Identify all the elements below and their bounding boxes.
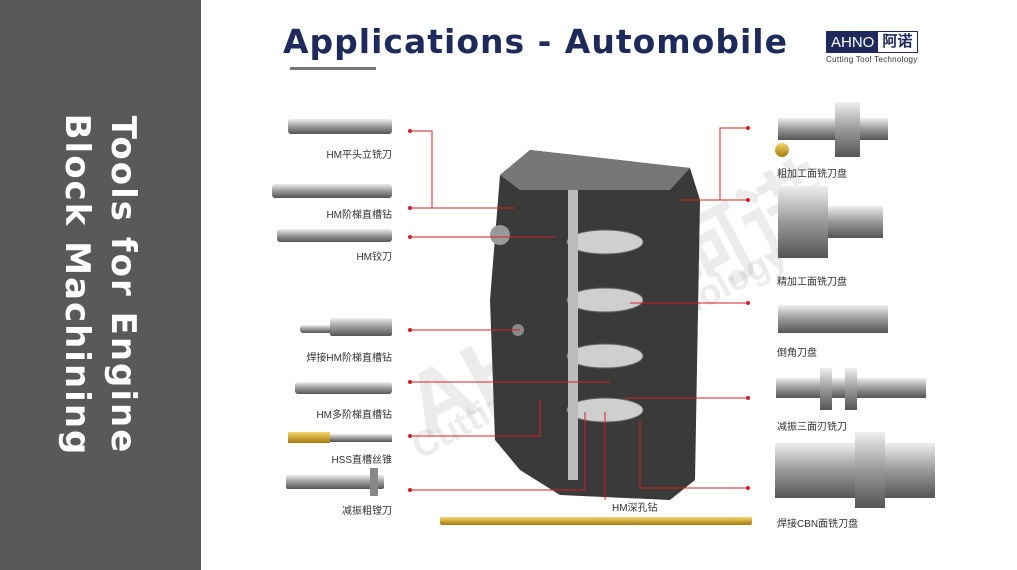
logo-tagline: Cutting Tool Technology [826, 55, 918, 64]
tool-label: 减振三面刃铣刀 [777, 422, 847, 433]
tool-label: HM铰刀 [356, 252, 392, 263]
tool-label: HSS直槽丝锥 [331, 455, 392, 466]
tool-label: HM平头立铣刀 [326, 150, 392, 161]
page-title: Applications - Automobile [283, 22, 788, 61]
tool-label: 减振粗镗刀 [342, 506, 392, 517]
leader-lines [410, 127, 748, 500]
tool-label: 焊接HM阶梯直槽钻 [306, 353, 392, 364]
right-tool-images [440, 102, 935, 525]
tool-label: 粗加工面铣刀盘 [777, 169, 847, 180]
leader-dots [408, 126, 750, 492]
tool-label: 精加工面铣刀盘 [777, 277, 847, 288]
logo-cn: 阿诺 [882, 33, 913, 50]
engine-block-image [490, 150, 700, 500]
tool-label: HM深孔钻 [612, 503, 658, 514]
tool-label: HM多阶梯直槽钻 [316, 410, 392, 421]
tool-label: 倒角刀盘 [777, 348, 817, 359]
tool-label: 焊接CBN面铣刀盘 [777, 519, 859, 530]
tool-label: HM阶梯直槽钻 [326, 210, 392, 221]
logo-en: AHNO [827, 32, 879, 52]
left-tool-images [272, 119, 392, 496]
title-underline [290, 67, 376, 70]
